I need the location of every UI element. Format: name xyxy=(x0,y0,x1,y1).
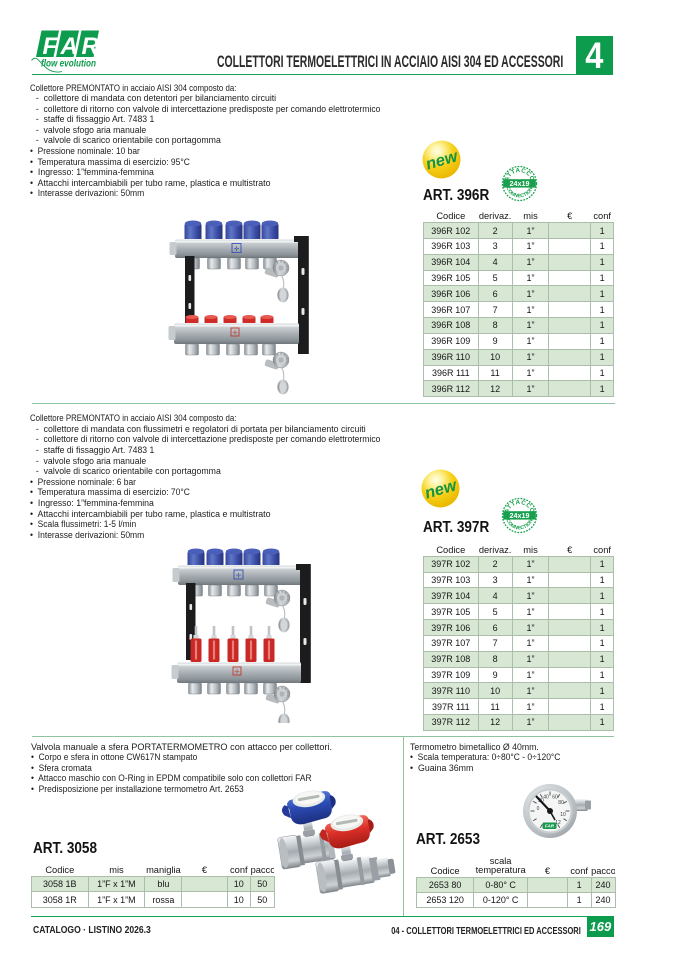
svg-text:✛: ✛ xyxy=(232,330,237,337)
svg-text:24x19: 24x19 xyxy=(510,179,530,188)
svg-text:flow evolution: flow evolution xyxy=(41,59,96,70)
svg-text:R: R xyxy=(82,33,100,60)
svg-text:24x19: 24x19 xyxy=(510,511,530,520)
svg-text:10: 10 xyxy=(560,812,566,818)
svg-text:A: A xyxy=(60,33,78,60)
svg-text:✛: ✛ xyxy=(236,572,242,580)
svg-text:40: 40 xyxy=(543,795,549,801)
svg-text:✛: ✛ xyxy=(234,669,239,676)
svg-text:80: 80 xyxy=(558,800,564,806)
svg-text:✛: ✛ xyxy=(234,245,240,253)
svg-text:0: 0 xyxy=(537,806,540,812)
svg-text:F: F xyxy=(43,33,59,60)
svg-text:60: 60 xyxy=(552,795,558,801)
svg-text:12: 12 xyxy=(555,820,561,826)
svg-text:FAR: FAR xyxy=(545,824,555,829)
